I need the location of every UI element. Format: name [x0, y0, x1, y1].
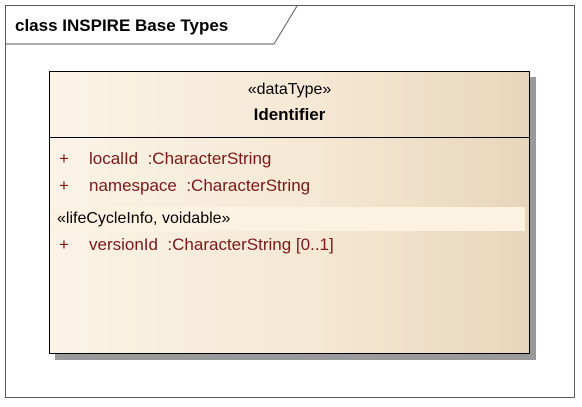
- frame-tab-outline: [6, 6, 298, 45]
- attribute-text: localId :CharacterString: [89, 149, 272, 168]
- attribute-text: versionId :CharacterString [0..1]: [89, 235, 334, 254]
- visibility-marker: +: [59, 235, 69, 254]
- class-stereotype: «dataType»: [247, 81, 332, 98]
- frame-name-tab: class INSPIRE Base Types: [6, 6, 298, 46]
- frame-title: class INSPIRE Base Types: [15, 16, 229, 35]
- visibility-marker: +: [59, 149, 69, 168]
- attribute-group-stereotype: «lifeCycleInfo, voidable»: [57, 210, 231, 227]
- attribute-localid[interactable]: + localId :CharacterString: [59, 149, 271, 169]
- attribute-versionid[interactable]: + versionId :CharacterString [0..1]: [59, 235, 334, 255]
- class-identifier[interactable]: «dataType» Identifier + localId :Characte…: [49, 71, 530, 354]
- attribute-group-band: [53, 207, 525, 231]
- visibility-marker: +: [59, 176, 69, 195]
- attribute-text: namespace :CharacterString: [89, 176, 311, 195]
- class-name: Identifier: [253, 105, 326, 124]
- attribute-namespace[interactable]: + namespace :CharacterString: [59, 176, 310, 196]
- class-header: «dataType» Identifier: [50, 72, 529, 138]
